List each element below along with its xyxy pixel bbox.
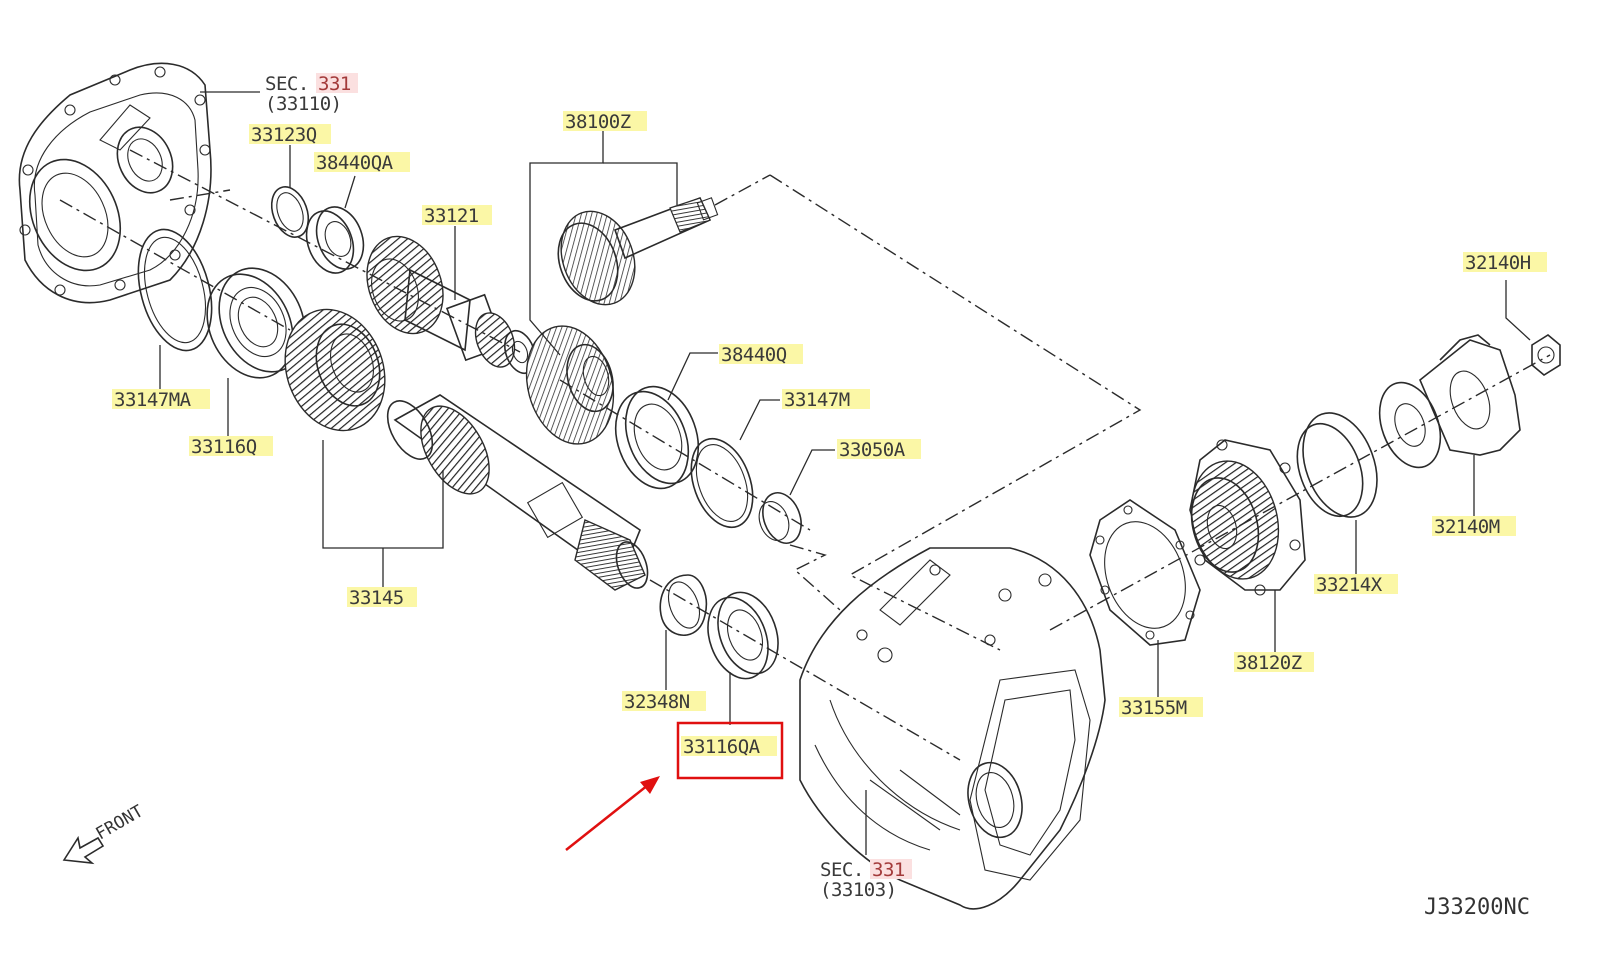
label-32140m[interactable]: 32140M bbox=[1434, 516, 1500, 538]
bearing-retainer-38120z bbox=[1189, 439, 1306, 596]
output-shaft-gear-33145 bbox=[284, 308, 649, 591]
sec-bottom-prefix: SEC. bbox=[820, 859, 864, 881]
label-38120z[interactable]: 38120Z bbox=[1236, 652, 1302, 674]
drive-gear-shaft-33121 bbox=[366, 235, 536, 375]
label-32140h[interactable]: 32140H bbox=[1465, 252, 1531, 274]
sec-top-ref: (33110) bbox=[265, 93, 342, 115]
part-labels: SEC. 331 (33110) 33123Q 38440QA 33121 38… bbox=[112, 73, 1547, 901]
sec-top-prefix: SEC. bbox=[265, 73, 309, 95]
leader-lines bbox=[159, 91, 1531, 855]
label-33123q[interactable]: 33123Q bbox=[251, 124, 317, 146]
sec-bottom-ref: (33103) bbox=[820, 879, 897, 901]
ring-gear-38100z bbox=[525, 325, 615, 445]
label-33147ma[interactable]: 33147MA bbox=[114, 389, 192, 411]
front-label: FRONT bbox=[93, 801, 147, 844]
companion-flange-32140m bbox=[1378, 334, 1521, 469]
snap-ring-33147ma bbox=[137, 228, 213, 352]
label-33147m[interactable]: 33147M bbox=[784, 389, 850, 411]
assembly-center-lines bbox=[59, 149, 1551, 761]
highlight-arrow-head-icon bbox=[640, 776, 660, 794]
transfer-case-cover bbox=[18, 62, 212, 304]
highlight-arrow bbox=[565, 784, 649, 851]
sec-bottom-number[interactable]: 331 bbox=[872, 859, 905, 881]
front-indicator: FRONT bbox=[62, 801, 147, 865]
label-32348n[interactable]: 32348N bbox=[624, 691, 690, 713]
label-38440qa[interactable]: 38440QA bbox=[316, 152, 394, 174]
bearing-38440qa bbox=[305, 206, 365, 274]
front-arrow-icon bbox=[62, 835, 105, 865]
label-33121[interactable]: 33121 bbox=[424, 205, 479, 227]
bearing-33116qa bbox=[707, 591, 779, 680]
label-38440q[interactable]: 38440Q bbox=[721, 344, 787, 366]
highlight-annotation bbox=[565, 721, 784, 851]
gasket-33155m bbox=[1089, 499, 1201, 646]
snap-ring-33123q bbox=[270, 186, 310, 238]
bearing-38440q bbox=[614, 385, 700, 490]
flange-nut-32140h bbox=[1531, 334, 1561, 376]
transfer-case-housing bbox=[799, 547, 1106, 910]
bearing-33116q bbox=[206, 267, 306, 379]
label-33116q[interactable]: 33116Q bbox=[191, 436, 257, 458]
snap-ring-33147m bbox=[690, 437, 754, 529]
diagram-code: J33200NC bbox=[1424, 895, 1530, 920]
label-38100z[interactable]: 38100Z bbox=[565, 111, 631, 133]
sec-top-number[interactable]: 331 bbox=[318, 73, 351, 95]
highlight-box bbox=[676, 721, 784, 780]
label-33155m[interactable]: 33155M bbox=[1121, 697, 1187, 719]
label-33214x[interactable]: 33214X bbox=[1316, 574, 1383, 596]
plug-33050a bbox=[758, 492, 802, 544]
snap-ring-32348n bbox=[659, 574, 707, 637]
drive-pinion-38100z bbox=[557, 196, 719, 306]
label-33116qa[interactable]: 33116QA bbox=[683, 736, 761, 758]
label-33050a[interactable]: 33050A bbox=[839, 439, 906, 461]
label-33145[interactable]: 33145 bbox=[349, 587, 404, 609]
